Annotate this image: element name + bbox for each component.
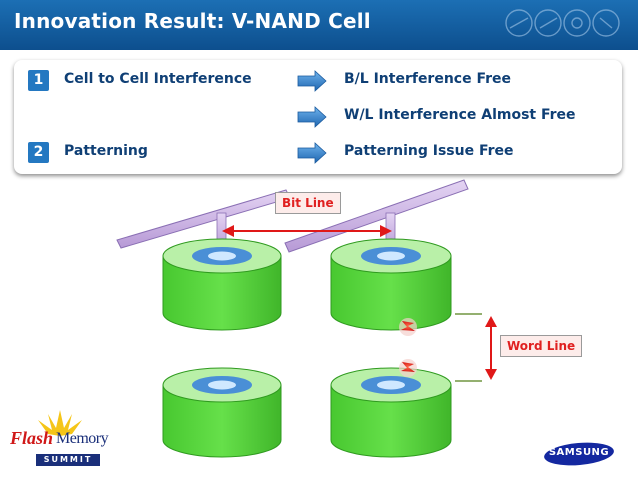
vnand-cell-diagram — [116, 179, 497, 458]
flash-memory-summit-logo: Flash Memory SUMMIT — [10, 410, 120, 472]
cell-cylinder-bottom-right — [330, 367, 452, 458]
interference-bolt-icon — [399, 359, 417, 377]
cell-cylinder-bottom-left — [162, 367, 282, 458]
item-2-label: Patterning — [64, 143, 148, 159]
item-2-badge: 2 — [28, 142, 49, 163]
header-decoration-icon — [505, 9, 620, 37]
logo-word-flash: Flash — [10, 428, 54, 448]
cell-cylinder-top-right — [330, 238, 452, 331]
samsung-ellipse-icon — [544, 442, 614, 466]
arrow-right-icon — [297, 142, 327, 164]
arrow-right-icon — [297, 70, 327, 92]
sunburst-icon — [38, 410, 82, 436]
interference-bolt-icon — [399, 318, 417, 336]
bit-line-label: Bit Line — [275, 192, 341, 214]
cell-cylinder-top-left — [162, 238, 282, 331]
item-1-badge: 1 — [28, 70, 49, 91]
bit-line-left — [116, 189, 291, 249]
item-2-result-1: Patterning Issue Free — [344, 143, 514, 159]
item-1-result-2: W/L Interference Almost Free — [344, 107, 576, 123]
item-1-result-1: B/L Interference Free — [344, 71, 512, 87]
word-line-label: Word Line — [500, 335, 583, 357]
bit-line-right — [284, 179, 469, 253]
logo-word-summit: SUMMIT — [36, 454, 100, 466]
samsung-wordmark: SAMSUNG — [548, 447, 610, 458]
slide-header: Innovation Result: V-NAND Cell — [0, 0, 638, 50]
slide-title: Innovation Result: V-NAND Cell — [14, 9, 371, 33]
samsung-logo: SAMSUNG — [543, 442, 615, 466]
summary-panel: 1 Cell to Cell Interference B/L Interfer… — [14, 60, 622, 174]
arrow-right-icon — [297, 106, 327, 128]
logo-word-memory: Memory — [56, 430, 109, 447]
bit-line-spacing-arrow — [222, 225, 392, 237]
item-1-label: Cell to Cell Interference — [64, 71, 252, 87]
word-line-spacing-arrow — [485, 316, 497, 380]
